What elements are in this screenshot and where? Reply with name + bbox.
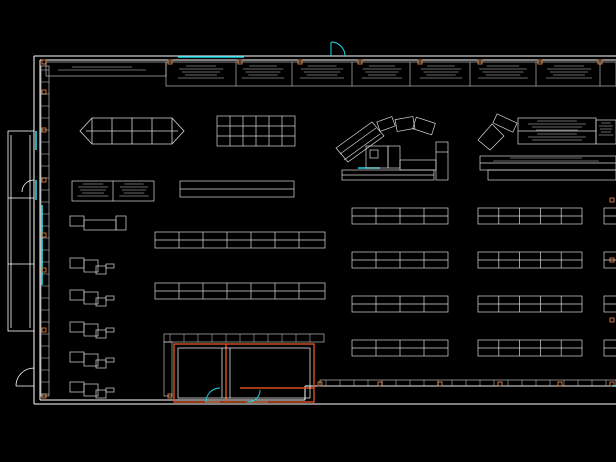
perimeter-wall-fixtures-left	[40, 65, 50, 397]
column-marker	[557, 381, 563, 387]
checkout-register	[95, 265, 107, 275]
column-marker	[497, 381, 503, 387]
service-area-center	[335, 116, 449, 181]
checkout-station	[69, 381, 85, 393]
glazing-segments	[35, 56, 616, 403]
checkout-bag-well	[105, 357, 115, 363]
service-counter-left	[71, 180, 295, 202]
checkout-station	[69, 289, 85, 301]
service-area-right	[477, 113, 616, 181]
checkout-bag-well	[105, 263, 115, 269]
checkout-station	[69, 321, 85, 333]
column-marker	[41, 232, 47, 238]
checkout-bag-well	[105, 387, 115, 393]
column-marker	[41, 59, 47, 65]
checkout-register	[95, 359, 107, 369]
checkout-bag-well	[105, 295, 115, 301]
checkout-register	[95, 389, 107, 399]
column-marker	[41, 267, 47, 273]
column-marker	[41, 89, 47, 95]
back-room-walls-inner	[177, 347, 311, 399]
perimeter-wall-fixtures-rear	[163, 333, 616, 397]
oval-display-table	[79, 117, 185, 145]
column-marker	[41, 177, 47, 183]
checkout-register	[95, 329, 107, 339]
checkout-counter	[83, 219, 117, 231]
column-marker	[377, 381, 383, 387]
column-marker	[609, 317, 615, 323]
gondola-runs-left	[154, 231, 326, 300]
counter-label-notes	[77, 183, 149, 197]
entrance-vestibule	[7, 130, 35, 387]
back-room-partitions	[173, 343, 315, 403]
checkout-station	[69, 351, 85, 363]
column-marker	[609, 197, 615, 203]
structural-columns	[41, 59, 615, 399]
rear-fixture-ticks	[41, 69, 607, 395]
checkout-register	[115, 215, 127, 231]
rear-door-swings	[205, 387, 261, 403]
column-marker	[437, 381, 443, 387]
checkout-lanes	[69, 215, 127, 399]
checkout-bag-well	[105, 327, 115, 333]
gondola-runs-right	[351, 207, 616, 357]
door-top	[330, 41, 346, 57]
checkout-station	[69, 215, 85, 227]
grid-display-table	[216, 115, 296, 147]
perimeter-wall-fixtures-top	[45, 61, 616, 87]
fixture-label-notes	[58, 65, 592, 79]
checkout-register	[95, 297, 107, 307]
checkout-station	[69, 257, 85, 269]
service-label-notes	[493, 120, 614, 162]
column-marker	[41, 327, 47, 333]
